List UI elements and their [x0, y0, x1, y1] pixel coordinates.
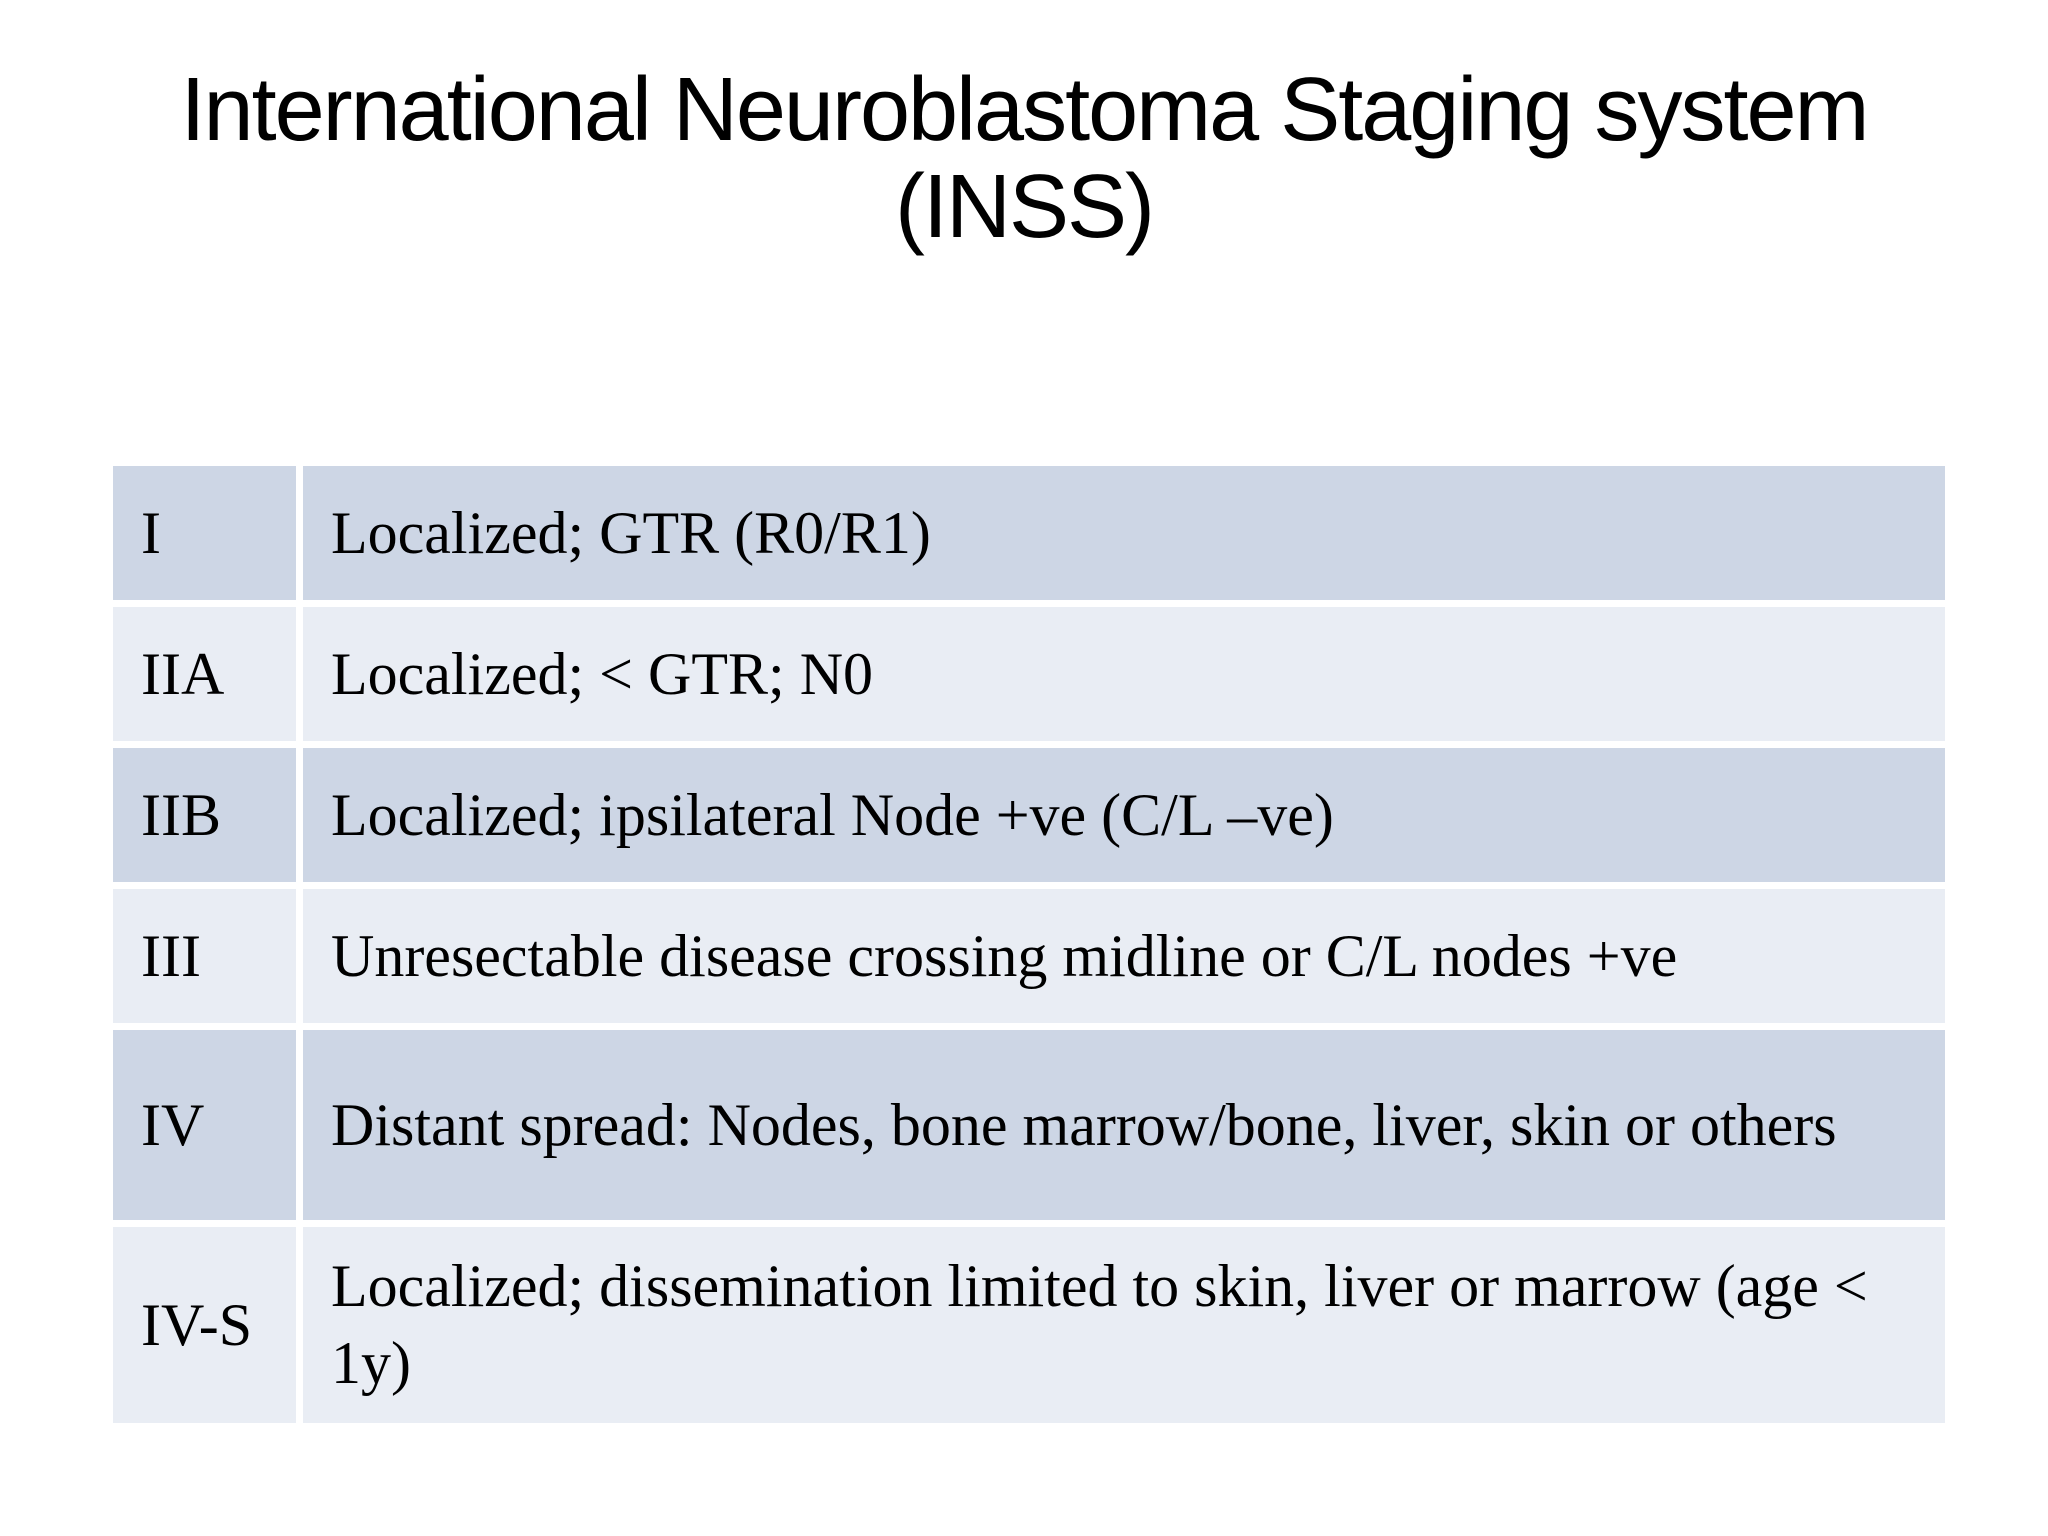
stage-description-IIB: Localized; ipsilateral Node +ve (C/L –ve… — [303, 748, 1945, 882]
stage-description-IV: Distant spread: Nodes, bone marrow/bone,… — [303, 1030, 1945, 1220]
stage-description-IV-S: Localized; dissemination limited to skin… — [303, 1227, 1945, 1423]
stage-label-IIB: IIB — [113, 748, 296, 882]
slide-title-line-2: (INSS) — [895, 157, 1155, 258]
stage-label-III: III — [113, 889, 296, 1023]
stage-label-IIA: IIA — [113, 607, 296, 741]
stage-description-I: Localized; GTR (R0/R1) — [303, 466, 1945, 600]
inss-staging-table: I Localized; GTR (R0/R1) IIA Localized; … — [113, 466, 1945, 1423]
stage-label-IV-S: IV-S — [113, 1227, 296, 1423]
stage-description-III: Unresectable disease crossing midline or… — [303, 889, 1945, 1023]
stage-label-IV: IV — [113, 1030, 296, 1220]
slide-title: International Neuroblastoma Staging syst… — [64, 60, 1984, 258]
stage-description-IIA: Localized; < GTR; N0 — [303, 607, 1945, 741]
stage-label-I: I — [113, 466, 296, 600]
slide-title-line-1: International Neuroblastoma Staging syst… — [180, 60, 1870, 160]
